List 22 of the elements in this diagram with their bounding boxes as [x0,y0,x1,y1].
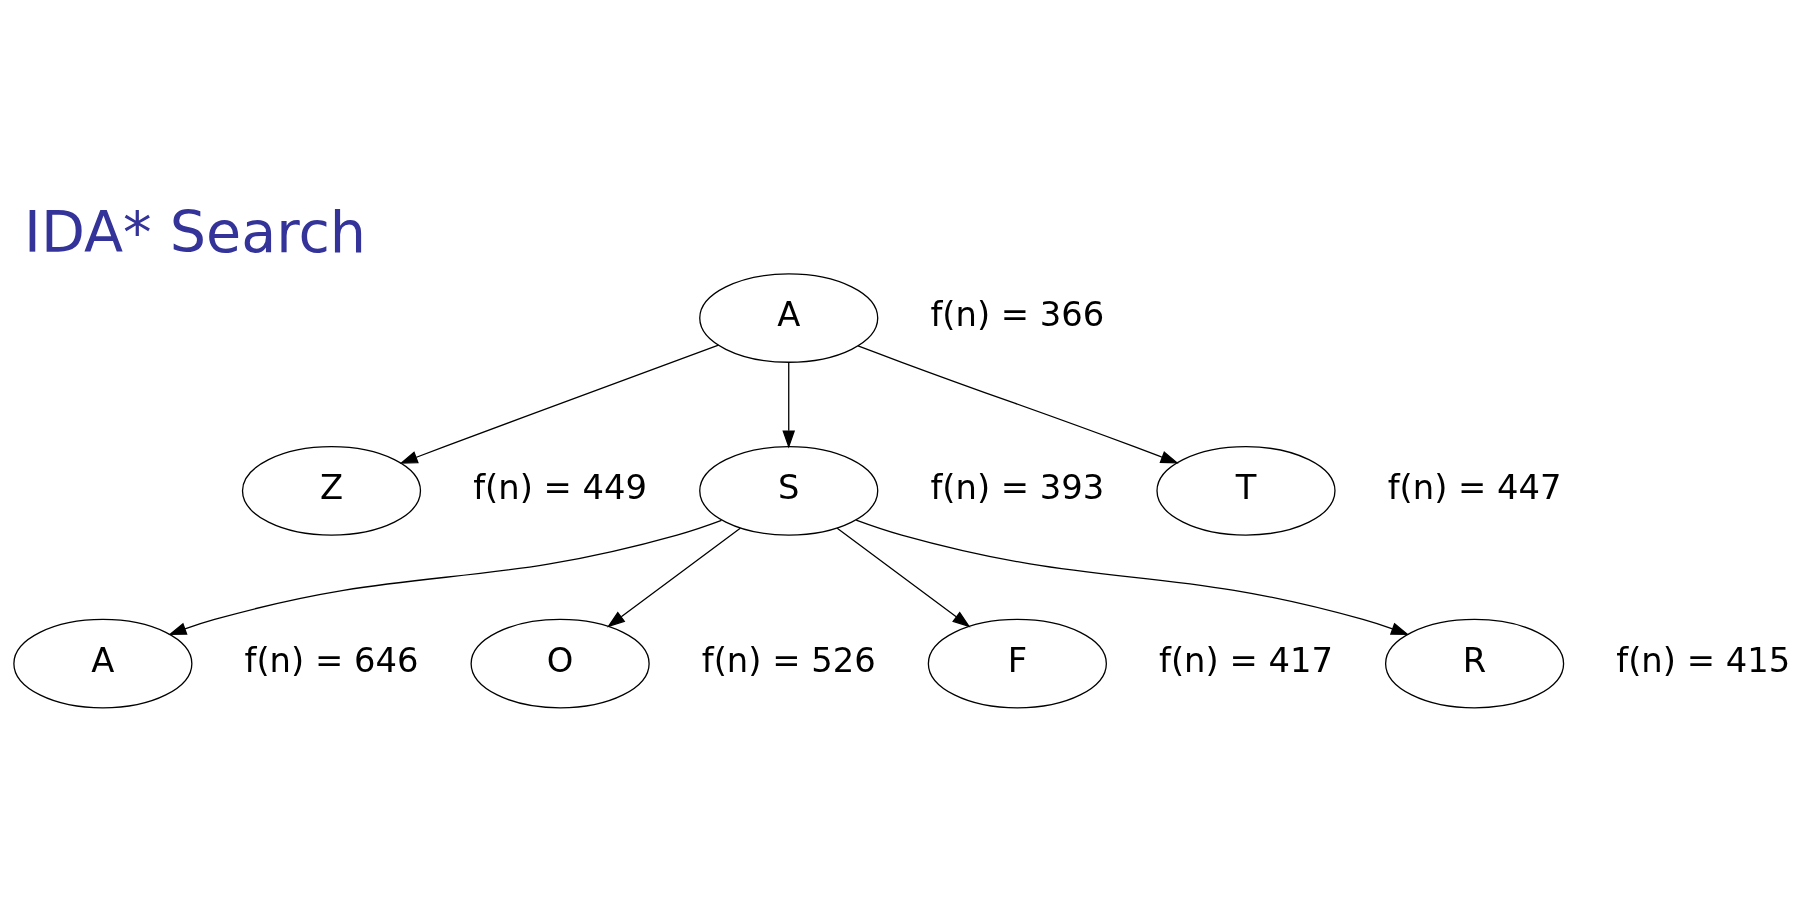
diagram-title: IDA* Search [24,198,367,265]
node-ellipse: A [13,618,193,708]
arrow [857,344,1179,464]
arrow [606,527,741,627]
node-ellipse: A [699,272,879,363]
arrow [168,519,723,635]
node-ellipse: S [699,445,879,536]
node-label: f(n) = 393 [930,467,1105,507]
node-label: f(n) = 447 [1387,467,1562,507]
node-label: f(n) = 366 [930,294,1105,334]
arrow [782,361,796,449]
node-ellipse: O [470,618,650,708]
node-label: f(n) = 646 [244,640,419,680]
node-label: f(n) = 417 [1159,640,1333,680]
node-label: f(n) = 415 [1616,640,1791,680]
arrow [855,518,1410,635]
node-ellipse: R [1385,618,1565,708]
node-ellipse: F [927,618,1107,708]
arrow [399,344,720,464]
node-label: f(n) = 526 [701,640,876,680]
node-label: f(n) = 449 [473,467,648,507]
arrow [836,527,971,627]
